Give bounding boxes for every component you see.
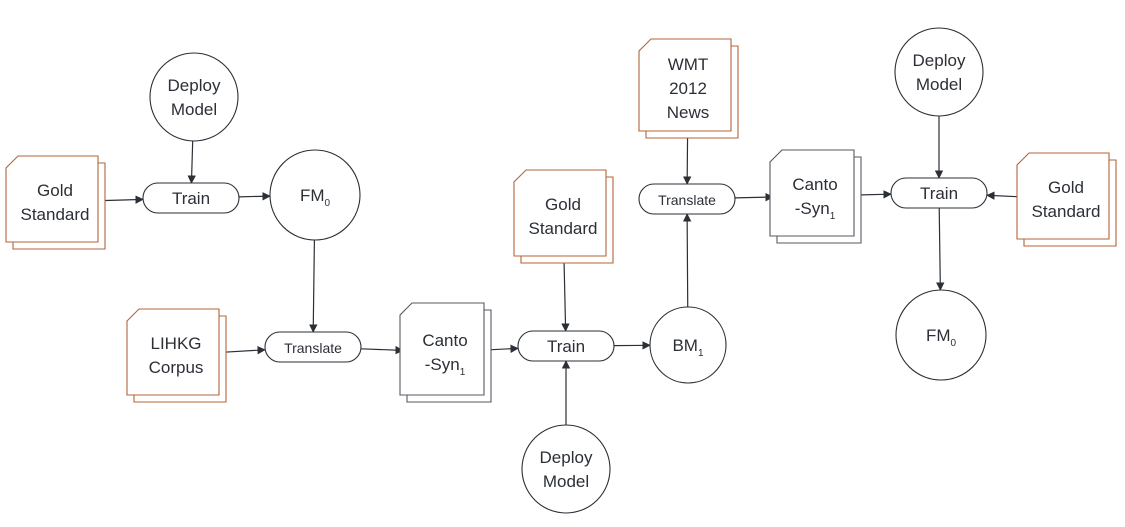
node-label: Corpus	[149, 358, 204, 377]
node-label: Gold	[1048, 178, 1084, 197]
node-subscript: 1	[460, 367, 466, 378]
node-subscript: 1	[830, 211, 836, 222]
node-label: -Syn1	[425, 355, 466, 378]
node-shape	[269, 149, 361, 241]
node-label: Gold	[37, 181, 73, 200]
node-shape	[5, 155, 99, 243]
node-shape	[126, 308, 220, 396]
edge-canto2-to-train3	[856, 190, 892, 199]
edge-bm1-to-translate2	[682, 213, 692, 308]
node-label: 2012	[669, 79, 707, 98]
node-shape	[638, 183, 736, 215]
node-canto2: Canto -Syn1	[769, 149, 862, 244]
node-shape	[894, 27, 984, 117]
edge-deploy1-to-train1	[187, 140, 196, 184]
node-label: Standard	[529, 219, 598, 238]
node-label: Canto	[792, 175, 837, 194]
node-label: Train	[920, 184, 958, 203]
node-shape	[890, 177, 988, 209]
edge-translate1-to-canto1	[360, 345, 404, 355]
node-shape	[142, 182, 240, 214]
edge-train1-to-fm0_a	[238, 192, 271, 201]
node-shape	[399, 302, 485, 396]
node-shape	[638, 38, 732, 132]
node-label: Train	[547, 337, 585, 356]
node-shape	[649, 306, 727, 384]
node-label: Standard	[1032, 202, 1101, 221]
node-label: Gold	[545, 195, 581, 214]
node-label: News	[667, 103, 710, 122]
node-shape	[264, 331, 362, 363]
node-label: Model	[916, 75, 962, 94]
node-canto1: Canto -Syn1	[399, 302, 492, 403]
node-label: Translate	[284, 340, 342, 356]
edge-translate2-to-canto2	[734, 192, 774, 202]
node-shape	[521, 424, 611, 514]
node-shape	[1016, 152, 1110, 240]
node-fm0_b: FM0	[895, 289, 987, 381]
node-translate2: Translate	[638, 183, 736, 215]
node-label: BM1	[672, 336, 704, 359]
edge-gold2-to-train2	[561, 258, 570, 332]
edge-train3-to-fm0_b	[936, 207, 945, 291]
node-shape	[517, 330, 615, 362]
node-label: FM0	[300, 186, 331, 209]
node-label: Deploy	[168, 76, 221, 95]
node-label: -Syn1	[795, 199, 836, 222]
node-label: FM0	[926, 326, 957, 349]
node-label: Translate	[658, 192, 716, 208]
node-train1: Train	[142, 182, 240, 214]
node-shape	[149, 52, 239, 142]
node-label: Deploy	[913, 51, 966, 70]
node-subscript: 0	[324, 198, 330, 209]
edge-lihkg-to-translate1	[221, 346, 266, 355]
node-shape	[513, 169, 607, 257]
node-bm1: BM1	[649, 306, 727, 384]
node-subscript: 1	[698, 348, 704, 359]
node-label: Deploy	[540, 448, 593, 467]
node-translate1: Translate	[264, 331, 362, 363]
edge-gold1-to-train1	[100, 195, 144, 204]
node-label: Canto	[422, 331, 467, 350]
edge-canto1-to-train2	[486, 344, 519, 353]
node-train2: Train	[517, 330, 615, 362]
node-train3: Train	[890, 177, 988, 209]
node-shape	[769, 149, 855, 237]
edge-gold3-to-train3	[986, 191, 1021, 200]
node-label: Train	[172, 189, 210, 208]
node-label: WMT	[668, 55, 709, 74]
node-lihkg: LIHKG Corpus	[126, 308, 227, 403]
node-label: Model	[543, 472, 589, 491]
node-subscript: 0	[950, 338, 956, 349]
edge-fm0_a-to-translate1	[309, 239, 318, 333]
node-shape	[895, 289, 987, 381]
node-fm0_a: FM0	[269, 149, 361, 241]
edges-layer	[100, 116, 1021, 425]
node-label: Model	[171, 100, 217, 119]
node-label: LIHKG	[150, 334, 201, 353]
node-label: Standard	[21, 205, 90, 224]
